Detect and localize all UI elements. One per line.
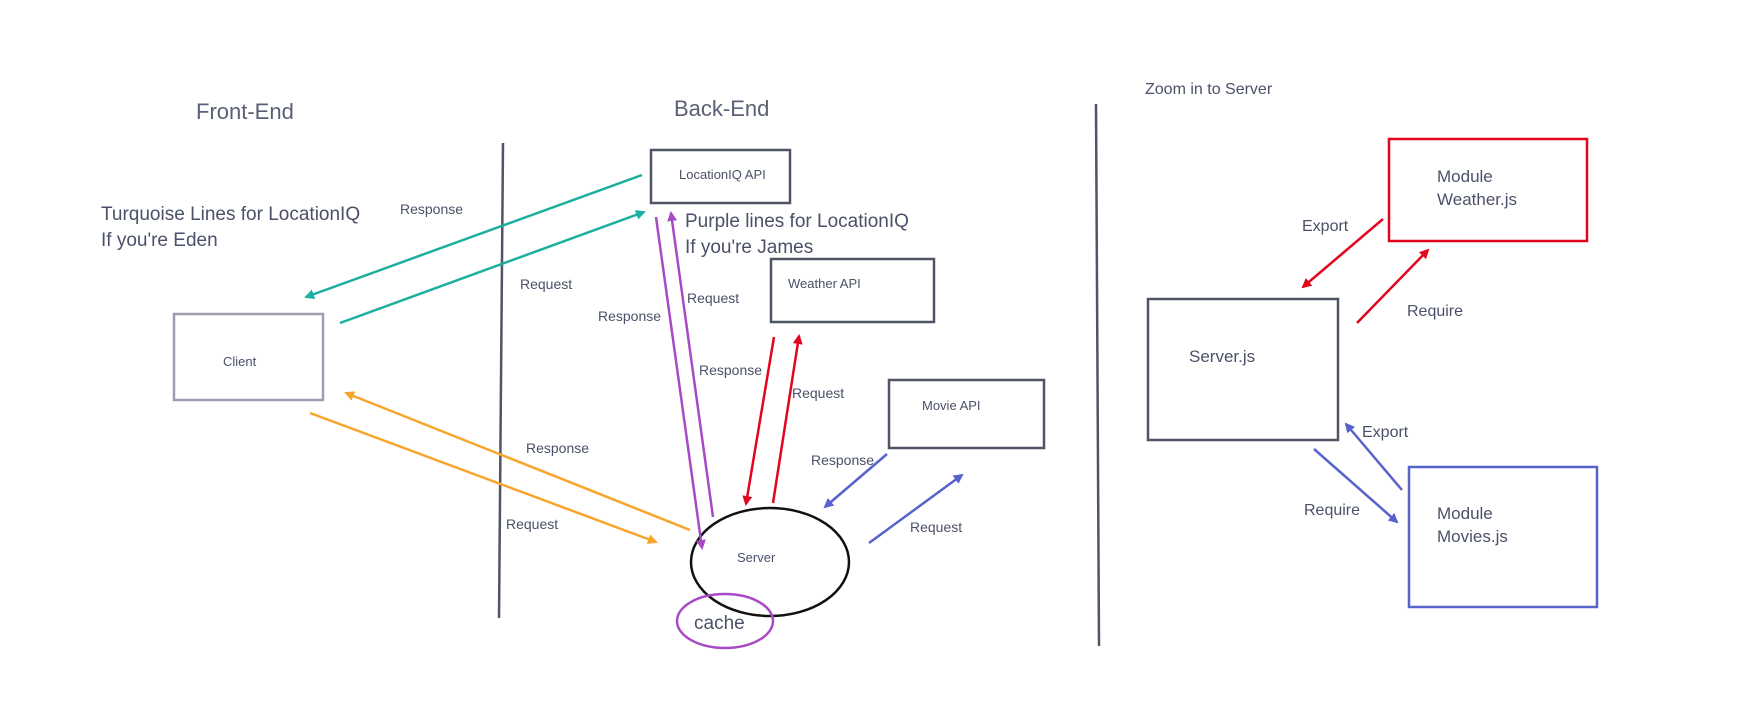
weather-module-line-1: Module <box>1437 167 1493 186</box>
turquoise-legend-note: Turquoise Lines for LocationIQ If you're… <box>101 202 360 253</box>
blue-response-label: Response <box>811 452 875 468</box>
red-response-arrow <box>742 336 776 506</box>
front-end-heading: Front-End <box>196 99 294 124</box>
turquoise-response-arrow <box>304 173 643 299</box>
movie-api-label: Movie API <box>922 398 981 413</box>
server-js-label: Server.js <box>1189 347 1256 366</box>
location-api-label: LocationIQ API <box>679 167 766 182</box>
purple-legend-note: Purple lines for LocationIQ If you're Ja… <box>685 209 909 260</box>
orange-request-label: Request <box>506 516 559 532</box>
client-label: Client <box>223 354 257 369</box>
movies-module-line-2: Movies.js <box>1437 526 1508 546</box>
movies-module-line-1: Module <box>1437 504 1493 523</box>
weather-module-label: Module Weather.js <box>1437 166 1517 212</box>
turquoise-request-label: Request <box>520 276 573 292</box>
purple-legend-line-2: If you're James <box>685 236 814 258</box>
blue-response-arrow <box>823 453 888 509</box>
zoom-divider <box>1094 103 1101 647</box>
blue-request-label: Request <box>910 519 963 535</box>
weather-require-label: Require <box>1407 303 1464 320</box>
weather-module-line-2: Weather.js <box>1437 189 1518 209</box>
back-end-heading: Back-End <box>674 96 770 121</box>
location-api-box <box>649 148 792 205</box>
purple-legend-line-1: Purple lines for LocationIQ <box>685 211 909 232</box>
red-response-label: Response <box>699 362 763 378</box>
orange-response-label: Response <box>526 440 590 456</box>
orange-response-arrow <box>344 391 691 532</box>
purple-request-arrow <box>667 211 715 518</box>
weather-api-label: Weather API <box>788 276 861 291</box>
orange-request-arrow <box>309 411 658 544</box>
purple-request-label: Request <box>687 290 740 306</box>
turquoise-response-label: Response <box>400 201 464 217</box>
zoom-heading: Zoom in to Server <box>1145 81 1273 98</box>
red-request-label: Request <box>792 385 845 401</box>
weather-api-box <box>769 257 936 324</box>
movies-module-label: Module Movies.js <box>1437 503 1508 549</box>
front-back-divider <box>497 142 505 619</box>
movies-module-box <box>1407 465 1599 609</box>
turquoise-legend-line-1: Turquoise Lines for LocationIQ <box>101 204 361 225</box>
server-js-box <box>1146 297 1340 442</box>
red-request-arrow <box>771 334 803 504</box>
cache-node <box>675 592 775 650</box>
cache-label: cache <box>694 613 745 634</box>
server-label: Server <box>737 550 776 565</box>
turquoise-request-arrow <box>339 210 646 325</box>
movies-export-label: Export <box>1362 424 1409 441</box>
server-node <box>689 506 851 618</box>
weather-module-box <box>1387 137 1589 243</box>
weather-export-arrow <box>1301 218 1384 289</box>
blue-request-arrow <box>868 473 964 545</box>
weather-require-arrow <box>1356 248 1430 324</box>
turquoise-legend-line-2: If you're Eden <box>101 229 218 251</box>
purple-response-label: Response <box>598 308 662 324</box>
weather-export-label: Export <box>1302 218 1349 235</box>
movies-require-label: Require <box>1304 502 1361 519</box>
client-box <box>172 312 325 402</box>
movie-api-box <box>887 378 1046 450</box>
purple-response-arrow <box>654 216 706 550</box>
movies-require-arrow <box>1313 448 1399 524</box>
movies-export-arrow <box>1344 422 1403 491</box>
